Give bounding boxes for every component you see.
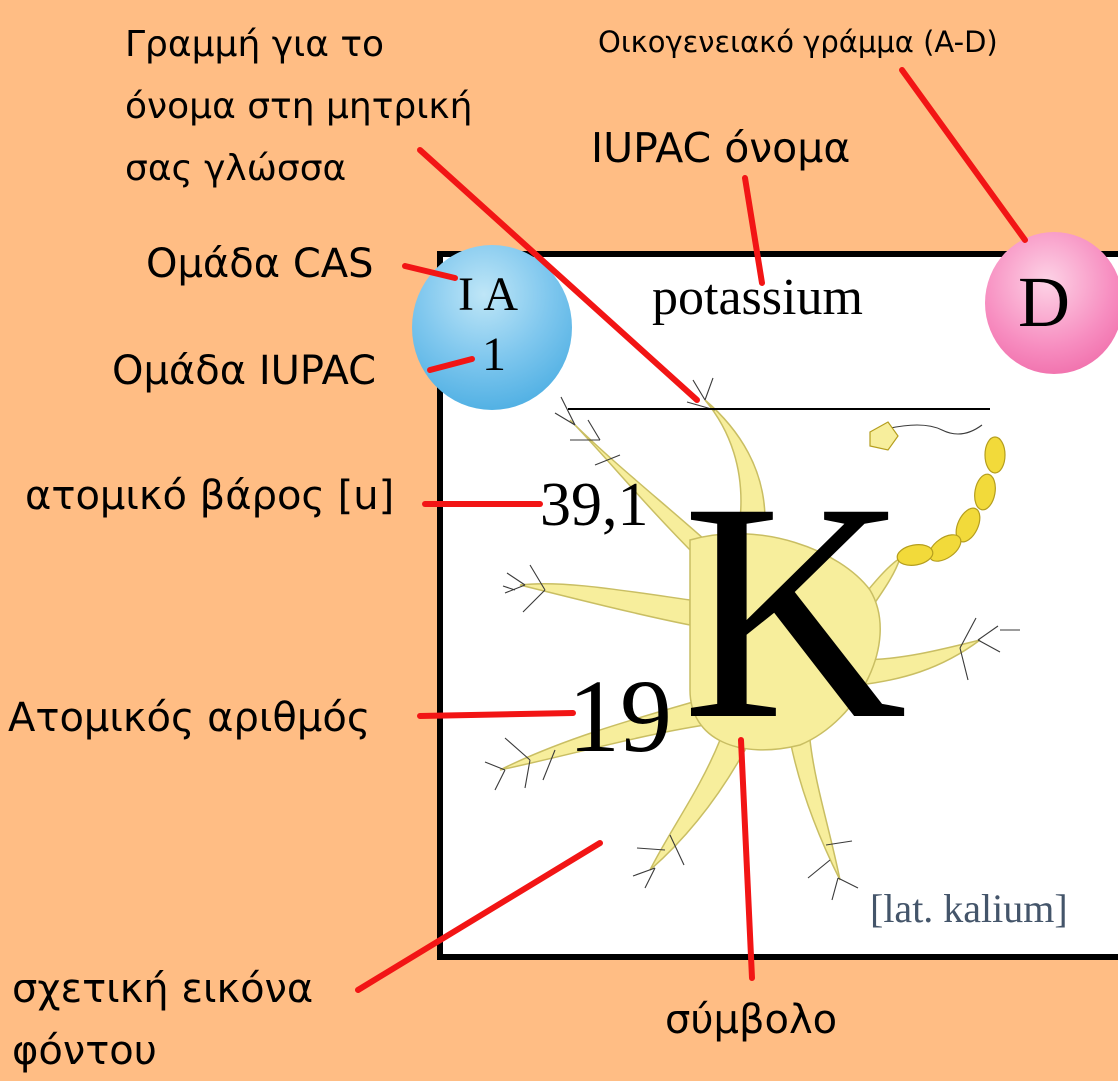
leader-cas-group — [402, 263, 458, 281]
callout-iupac-name: IUPAC όνομα — [591, 124, 851, 172]
element-atomic-number: 19 — [568, 659, 672, 774]
leader-iupac-group — [427, 356, 475, 373]
element-latin-name: [lat. kalium] — [870, 886, 1068, 931]
native-name-line — [568, 408, 990, 410]
family-badge — [985, 232, 1118, 374]
callout-cas-group: Ομάδα CAS — [146, 241, 374, 287]
element-iupac-name: potassium — [652, 269, 863, 326]
callout-symbol: σύμβολο — [665, 997, 838, 1043]
cas-group-value: I A — [458, 268, 518, 321]
callout-iupac-group: Ομάδα IUPAC — [112, 348, 377, 394]
callout-native-name-line: Γραμμή για το όνομα στη μητρική σας γλώσ… — [125, 24, 473, 189]
leader-atomic-number — [417, 710, 576, 719]
leader-background-image — [355, 840, 603, 993]
leader-native-name — [417, 147, 700, 403]
callout-atomic-weight: ατομικό βάρος [u] — [25, 473, 395, 519]
callout-background-image: σχετική εικόνα φόντου — [12, 966, 314, 1074]
element-symbol: K — [682, 439, 908, 784]
family-letter-value: D — [1018, 262, 1070, 342]
leader-family-letter — [899, 67, 1028, 243]
iupac-group-value: 1 — [482, 328, 506, 381]
element-atomic-weight: 39,1 — [540, 471, 649, 539]
leader-symbol — [738, 737, 755, 981]
leader-iupac-name — [742, 175, 765, 286]
callout-family-letter: Οικογενειακό γράμμα (A-D) — [598, 25, 998, 59]
callout-atomic-number: Ατομικός αριθμός — [8, 695, 371, 741]
